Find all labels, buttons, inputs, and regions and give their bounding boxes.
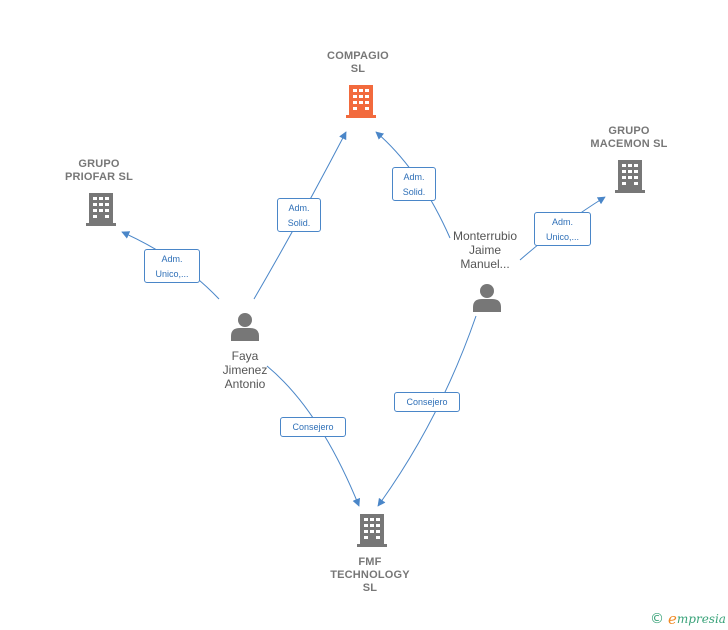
edge-label-monterrubio-compagio: Adm. Solid. (392, 167, 436, 201)
node-label-monterrubio[interactable]: Monterrubio Jaime Manuel... (452, 229, 518, 271)
person-icon[interactable] (231, 313, 259, 341)
edge-label-monterrubio-fmf: Consejero (394, 392, 460, 412)
node-label-faya[interactable]: Faya Jimenez Antonio (222, 349, 268, 391)
building-icon[interactable] (615, 160, 645, 193)
node-label-grupo-macemon[interactable]: GRUPO MACEMON SL (590, 125, 668, 150)
brand-logo-text: mpresia (676, 612, 726, 626)
node-label-compagio[interactable]: COMPAGIO SL (327, 50, 389, 75)
edge-label-faya-compagio: Adm. Solid. (277, 198, 321, 232)
copyright-icon: © (650, 611, 664, 627)
node-label-fmf-technology[interactable]: FMF TECHNOLOGY SL (330, 556, 410, 594)
edge-label-faya-fmf: Consejero (280, 417, 346, 437)
brand-logo-initial: e (668, 610, 677, 628)
edge-label-monterrubio-macemon: Adm. Unico,... (534, 212, 591, 246)
person-icon[interactable] (473, 284, 501, 312)
building-icon[interactable] (86, 193, 116, 226)
node-label-grupo-priofar[interactable]: GRUPO PRIOFAR SL (64, 158, 133, 183)
footer-brand: © e mpresia (650, 610, 726, 628)
edge-label-faya-priofar: Adm. Unico,... (144, 249, 200, 283)
edge-monterrubio-fmf (377, 315, 477, 507)
building-icon[interactable] (357, 514, 387, 547)
building-icon[interactable] (346, 85, 376, 118)
